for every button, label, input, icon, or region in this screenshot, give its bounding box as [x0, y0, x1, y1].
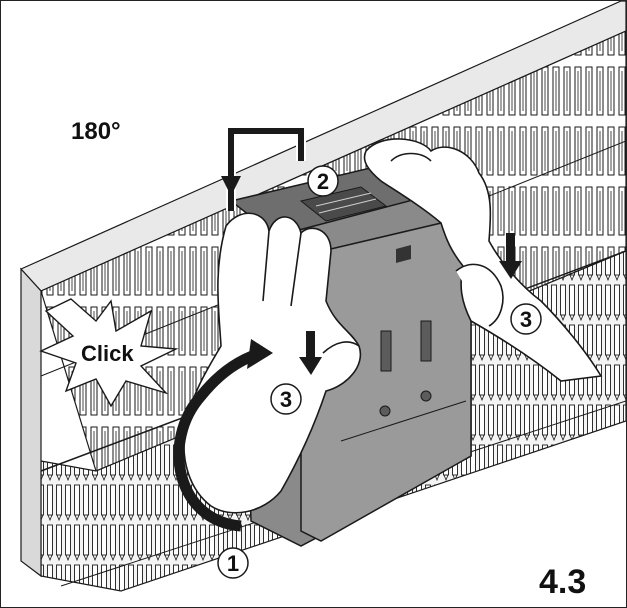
callout-1-label: 1 [227, 551, 239, 576]
step-number: 4.3 [539, 563, 586, 601]
callout-3-left: 3 [270, 383, 302, 415]
callout-2-label: 2 [317, 169, 329, 194]
swing-arrow [173, 339, 273, 532]
left-hand [183, 212, 362, 514]
callout-2: 2 [307, 165, 339, 197]
rotation-arrow [221, 126, 306, 211]
push-arrow-right [499, 233, 522, 279]
right-hand [363, 138, 603, 382]
rotation-label: 180° [71, 118, 121, 145]
click-label: Click [81, 341, 134, 366]
push-arrow-left [299, 331, 322, 375]
callout-3-right: 3 [510, 303, 542, 335]
click-burst [39, 298, 179, 408]
callout-1: 1 [217, 547, 249, 579]
callout-3-left-label: 3 [280, 387, 292, 412]
callout-3-right-label: 3 [520, 307, 532, 332]
